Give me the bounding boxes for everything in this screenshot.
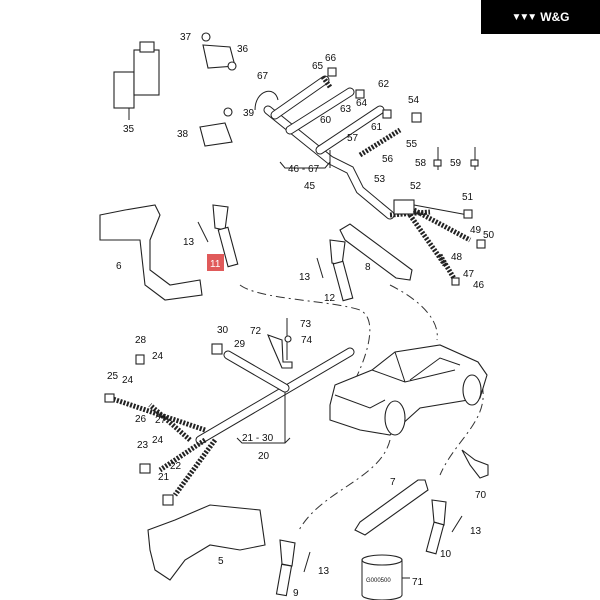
callout[interactable]: 70 bbox=[475, 490, 487, 501]
callout[interactable]: 38 bbox=[177, 129, 189, 140]
callout[interactable]: 23 bbox=[137, 440, 149, 451]
callout[interactable]: 21 bbox=[158, 472, 170, 483]
part-38-sensor[interactable] bbox=[199, 107, 233, 147]
part-36-sensor[interactable] bbox=[201, 32, 237, 71]
part-35-module[interactable] bbox=[113, 41, 160, 120]
part-8-wiring-bracket[interactable] bbox=[339, 223, 413, 281]
part-12-wheel-speed-sensor[interactable] bbox=[316, 239, 354, 302]
part-71-grease-can[interactable]: G000500 bbox=[361, 554, 410, 600]
callout[interactable]: 56 bbox=[382, 154, 394, 165]
part-11-wheel-speed-sensor[interactable] bbox=[197, 204, 239, 268]
callout[interactable]: 73 bbox=[300, 319, 312, 330]
callout[interactable]: 13 bbox=[470, 526, 482, 537]
callout[interactable]: 13 bbox=[183, 237, 195, 248]
part-9-wheel-speed-sensor[interactable] bbox=[275, 539, 311, 597]
brand-name: W&G bbox=[540, 10, 570, 24]
callout[interactable]: 67 bbox=[257, 71, 269, 82]
callout[interactable]: 13 bbox=[318, 566, 330, 577]
part-6-bracket[interactable] bbox=[99, 204, 203, 301]
callout-labels: 37 36 35 39 38 67 65 66 64 63 62 61 60 5… bbox=[107, 32, 495, 599]
harness-45[interactable] bbox=[254, 67, 486, 286]
callout[interactable]: 45 bbox=[304, 181, 316, 192]
callout[interactable]: 7 bbox=[390, 477, 396, 488]
part-70-bracket[interactable] bbox=[461, 449, 489, 479]
part-58-clip[interactable] bbox=[433, 147, 442, 170]
callout[interactable]: 49 bbox=[470, 225, 482, 236]
callout[interactable]: 47 bbox=[463, 269, 475, 280]
part-59-clip[interactable] bbox=[470, 147, 479, 170]
vehicle-outline bbox=[329, 344, 488, 436]
callout[interactable]: 35 bbox=[123, 124, 135, 135]
callout[interactable]: 26 bbox=[135, 414, 147, 425]
callout[interactable]: 8 bbox=[365, 262, 371, 273]
callout[interactable]: 71 bbox=[412, 577, 424, 588]
callout[interactable]: 5 bbox=[218, 556, 224, 567]
callout[interactable]: 59 bbox=[450, 158, 462, 169]
callout[interactable]: 54 bbox=[408, 95, 420, 106]
callout[interactable]: 46 - 67 bbox=[288, 164, 320, 175]
callout[interactable]: 65 bbox=[312, 61, 324, 72]
callout[interactable]: 48 bbox=[451, 252, 463, 263]
callout[interactable]: 13 bbox=[299, 272, 311, 283]
callout[interactable]: 28 bbox=[135, 335, 147, 346]
callout[interactable]: 57 bbox=[347, 133, 359, 144]
callout[interactable]: 66 bbox=[325, 53, 337, 64]
part-10-wheel-speed-sensor[interactable] bbox=[425, 499, 463, 555]
callout[interactable]: 53 bbox=[374, 174, 386, 185]
harness-20[interactable] bbox=[104, 343, 355, 506]
callout[interactable]: 20 bbox=[258, 451, 270, 462]
callout[interactable]: 50 bbox=[483, 230, 495, 241]
part-72-bracket[interactable] bbox=[267, 318, 293, 369]
callout[interactable]: 6 bbox=[116, 261, 122, 272]
callout[interactable]: 29 bbox=[234, 339, 246, 350]
chevron-logo-icon: ▼▼▼ bbox=[511, 11, 537, 23]
callout[interactable]: 39 bbox=[243, 108, 255, 119]
callout[interactable]: 51 bbox=[462, 192, 474, 203]
callout[interactable]: 60 bbox=[320, 115, 332, 126]
callout[interactable]: 64 bbox=[356, 98, 368, 109]
callout[interactable]: 61 bbox=[371, 122, 383, 133]
callout[interactable]: 58 bbox=[415, 158, 427, 169]
callout[interactable]: 30 bbox=[217, 325, 229, 336]
callout[interactable]: 72 bbox=[250, 326, 262, 337]
callout[interactable]: 62 bbox=[378, 79, 390, 90]
callout[interactable]: 46 bbox=[473, 280, 485, 291]
callout[interactable]: 52 bbox=[410, 181, 422, 192]
callout[interactable]: 27 bbox=[155, 415, 167, 426]
can-label: G000500 bbox=[366, 578, 391, 584]
callout[interactable]: 25 bbox=[107, 371, 119, 382]
callout[interactable]: 9 bbox=[293, 588, 299, 599]
callout[interactable]: 22 bbox=[170, 461, 182, 472]
callout[interactable]: 55 bbox=[406, 139, 418, 150]
callout[interactable]: 36 bbox=[237, 44, 249, 55]
callout-highlighted[interactable]: 11 bbox=[210, 259, 221, 270]
callout[interactable]: 37 bbox=[180, 32, 192, 43]
part-7-wiring-bracket[interactable] bbox=[354, 479, 429, 536]
part-5-bracket[interactable] bbox=[147, 504, 266, 581]
callout[interactable]: 12 bbox=[324, 293, 336, 304]
callout[interactable]: 74 bbox=[301, 335, 313, 346]
callout[interactable]: 63 bbox=[340, 104, 352, 115]
callout[interactable]: 21 - 30 bbox=[242, 433, 274, 444]
callout[interactable]: 24 bbox=[152, 351, 164, 362]
highlight-box bbox=[207, 254, 224, 271]
brand-logo: ▼▼▼ W&G bbox=[481, 0, 600, 34]
dashed-leaders bbox=[239, 284, 484, 533]
callout[interactable]: 24 bbox=[152, 435, 164, 446]
callout[interactable]: 24 bbox=[122, 375, 134, 386]
callout[interactable]: 10 bbox=[440, 549, 452, 560]
